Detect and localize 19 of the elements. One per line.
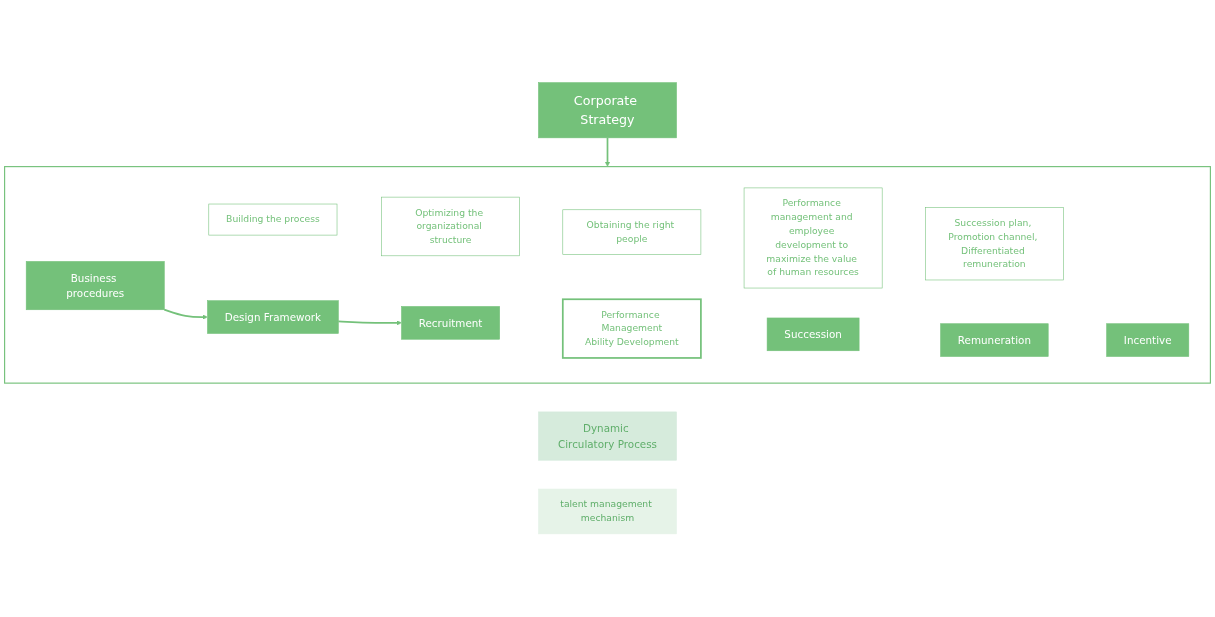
node-box: Succession plan, Promotion channel, Differentiated remuneration [925, 207, 1064, 281]
node-box: Business procedures [25, 261, 165, 311]
node-box: Design Framework [207, 300, 339, 335]
node-box: talent management mechanism [538, 488, 677, 535]
node-box: Optimizing the organizational structure [381, 197, 520, 257]
node-box: Succession [766, 317, 860, 352]
node-box: Dynamic Circulatory Process [538, 411, 677, 461]
cluster [4, 166, 1211, 384]
arrow [604, 137, 611, 168]
node-box: Performance Management Ability Development [561, 298, 702, 360]
node-box: Building the process [208, 204, 338, 236]
node-box: Corporate Strategy [538, 82, 677, 139]
arrow [163, 309, 208, 320]
node-box: Recruitment [401, 306, 500, 340]
node-box: Obtaining the right people [562, 209, 702, 256]
arrow [337, 320, 402, 326]
node-box: Remuneration [940, 323, 1049, 358]
node-box: Incentive [1106, 323, 1190, 358]
node-box: Performance management and employee development to maximize the value of human resources [743, 187, 883, 289]
